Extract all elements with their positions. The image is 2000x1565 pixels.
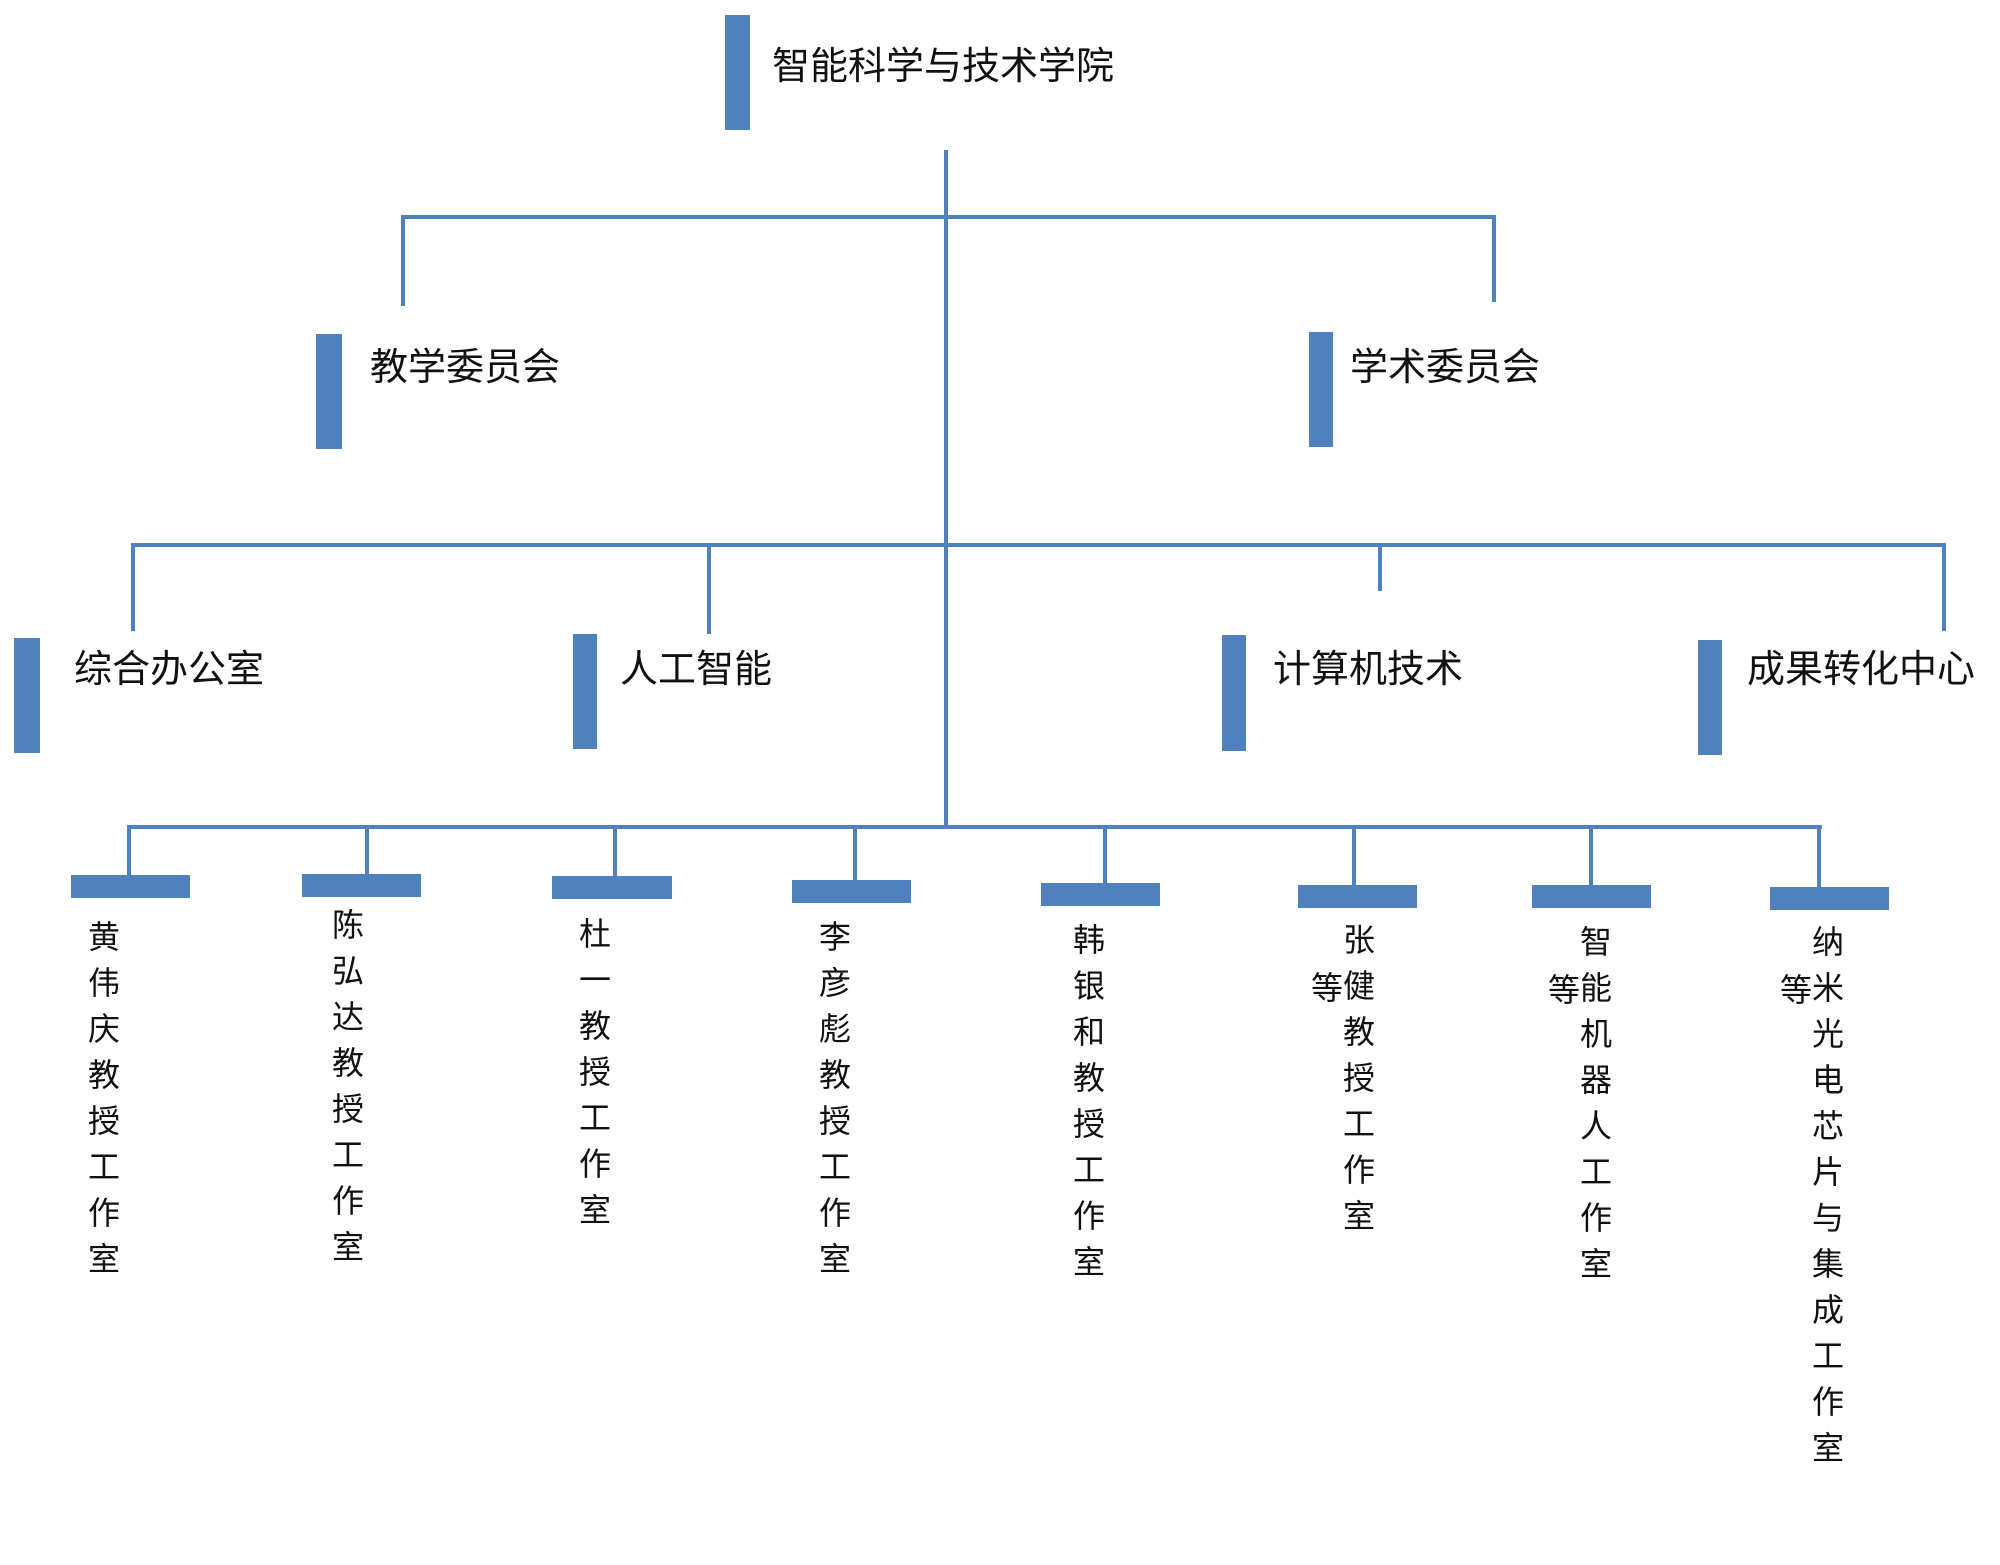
committee-marker: [316, 334, 342, 449]
studio-marker: [1298, 885, 1417, 908]
studio-label: 智能机器人工作室等: [1543, 925, 1613, 1293]
committee-teaching: 教学委员会: [370, 345, 561, 389]
studio-label: 杜一教授工作室: [574, 917, 612, 1239]
studio-label: 韩银和教授工作室: [1068, 923, 1106, 1291]
studio-marker: [71, 875, 190, 898]
studio-drop: [365, 825, 369, 875]
trunk-connector: [944, 150, 948, 829]
studio-marker: [1041, 883, 1160, 906]
studio-drop: [1817, 827, 1821, 888]
studio-label: 纳米光电芯片与集成工作室等: [1775, 925, 1845, 1477]
studio-marker: [302, 874, 421, 897]
committee-connector: [401, 215, 1496, 219]
studio-drop: [853, 825, 857, 881]
committee-drop-right: [1492, 215, 1496, 302]
committee-academic: 学术委员会: [1350, 345, 1541, 389]
department-connector: [131, 543, 1946, 547]
studio-name: 韩银和教授工作室: [1068, 923, 1106, 1291]
studio-drop: [1103, 825, 1107, 883]
department-marker: [14, 638, 40, 753]
studio-drop: [613, 825, 617, 877]
studio-label: 张健教授工作室等: [1306, 923, 1376, 1245]
studio-marker: [1770, 887, 1889, 910]
department-marker: [1222, 635, 1246, 751]
department-marker: [573, 634, 597, 749]
committee-marker: [1309, 332, 1333, 447]
department-drop: [1378, 543, 1382, 591]
department-drop: [131, 543, 135, 631]
studio-name: 张健教授工作室: [1338, 923, 1376, 1245]
studio-name: 杜一教授工作室: [574, 917, 612, 1239]
department-office: 综合办公室: [74, 647, 265, 691]
studio-drop: [1589, 825, 1593, 886]
root-marker: [725, 15, 750, 130]
department-computer-tech: 计算机技术: [1273, 647, 1464, 691]
studio-marker: [1532, 885, 1651, 908]
studio-name: 陈弘达教授工作室: [327, 908, 365, 1276]
studio-drop: [127, 825, 131, 875]
department-drop: [707, 543, 711, 634]
studio-drop: [1352, 825, 1356, 886]
department-marker: [1698, 640, 1722, 755]
studio-marker: [552, 876, 672, 899]
studio-connector: [127, 825, 1822, 829]
studio-etc: 等: [1775, 973, 1813, 1019]
studio-marker: [792, 880, 911, 903]
studio-etc: 等: [1306, 971, 1344, 1017]
studio-name: 黄伟庆教授工作室: [83, 920, 121, 1288]
studio-name: 李彦彪教授工作室: [814, 920, 852, 1288]
committee-drop-left: [401, 215, 405, 306]
studio-name: 智能机器人工作室: [1575, 925, 1613, 1293]
root-title: 智能科学与技术学院: [772, 44, 1115, 88]
studio-name: 纳米光电芯片与集成工作室: [1807, 925, 1845, 1477]
studio-label: 黄伟庆教授工作室: [83, 920, 121, 1288]
studio-label: 陈弘达教授工作室: [327, 908, 365, 1276]
department-drop: [1942, 543, 1946, 631]
studio-label: 李彦彪教授工作室: [814, 920, 852, 1288]
studio-etc: 等: [1543, 973, 1581, 1019]
department-tech-transfer: 成果转化中心: [1747, 647, 1976, 691]
department-ai: 人工智能: [620, 647, 773, 691]
